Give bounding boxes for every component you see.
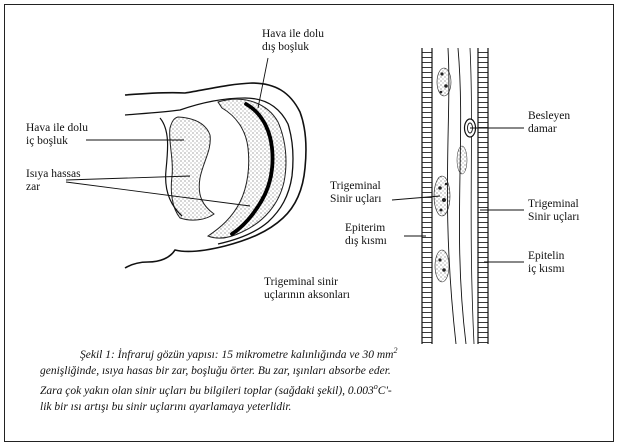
inner-air-space [169, 116, 215, 221]
outer-air-space [206, 98, 287, 239]
left-leader-lines [65, 57, 269, 207]
nerve-ending-cluster-1 [436, 67, 452, 97]
nerve-ending-cluster-4 [456, 145, 468, 175]
figure-frame [4, 4, 614, 442]
right-leader-lines [391, 127, 524, 263]
skin-outline [124, 82, 307, 269]
inner-lining [124, 97, 294, 245]
nerve-ending-cluster-2 [433, 175, 451, 217]
heat-sensitive-membrane [230, 102, 275, 236]
epithelium-section [421, 47, 489, 345]
nerve-ending-cluster-3 [434, 249, 450, 283]
figure-caption: Şekil 1: İnfraruj gözün yapısı: 15 mikro… [40, 346, 398, 413]
pit-organ-section [124, 82, 307, 269]
